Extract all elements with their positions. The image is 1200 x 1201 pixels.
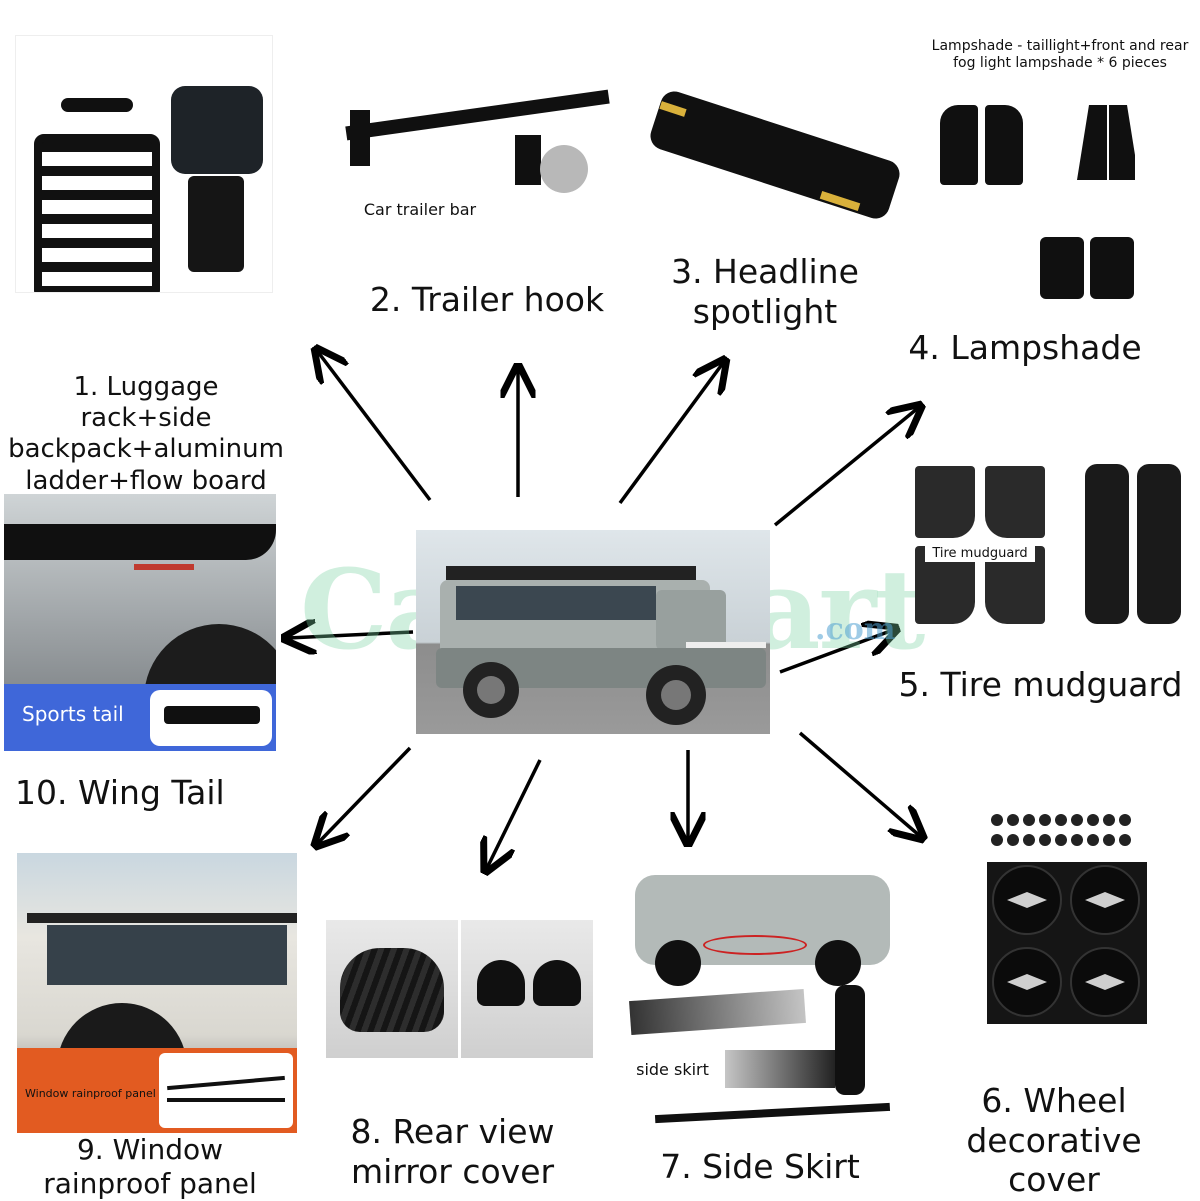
headline-spotlight-photo [640,85,900,245]
wing-tail-photo: Sports tail [4,494,276,751]
item-10-caption: Sports tail [22,702,124,726]
item-7-caption: side skirt [630,1060,715,1080]
arrow-10 [288,632,414,638]
item-5-label: 5. Tire mudguard [898,665,1183,704]
item-4-label: 4. Lampshade [908,328,1142,367]
mirror-cover-photo-2 [461,920,593,1058]
item-10-label: 10. Wing Tail [15,773,225,812]
arrow-1 [318,352,432,502]
arrow-9 [318,746,412,843]
item-2-caption: Car trailer bar [363,200,477,219]
item-8-label: 8. Rear view mirror cover [350,1112,555,1191]
wheel-cover-photo [985,810,1150,1030]
item-2-label: 2. Trailer hook [369,280,605,319]
wheel-cap-illustration [987,814,1147,1024]
window-rainproof-photo: Window rainproof panel [17,853,297,1133]
watermark-domain: .com [815,612,896,647]
lampshade-photo [935,95,1135,305]
item-4-caption: Lampshade - taillight+front and rear fog… [931,38,1189,71]
arrow-3 [618,363,723,505]
item-7-label: 7. Side Skirt [660,1147,860,1186]
item-1-label: 1. Luggage rack+side backpack+aluminum l… [8,372,284,496]
item-5-caption: Tire mudguard [925,546,1035,562]
center-vehicle-photo [416,530,770,734]
item-6-label: 6. Wheel decorative cover [966,1081,1142,1200]
suv-illustration [436,566,766,725]
mirror-cover-photo-1 [326,920,458,1058]
item-3-label: 3. Headline spotlight [671,252,859,331]
item-9-caption: Window rainproof panel [25,1087,156,1100]
trailer-hook-photo [340,80,630,220]
side-skirt-photo [625,865,895,1130]
arrow-4 [773,408,918,527]
arrow-6 [798,731,920,836]
luggage-rack-photo [15,35,273,293]
arrow-8 [487,759,542,868]
item-9-label: 9. Window rainproof panel [43,1133,257,1201]
arrow-5 [779,630,893,674]
